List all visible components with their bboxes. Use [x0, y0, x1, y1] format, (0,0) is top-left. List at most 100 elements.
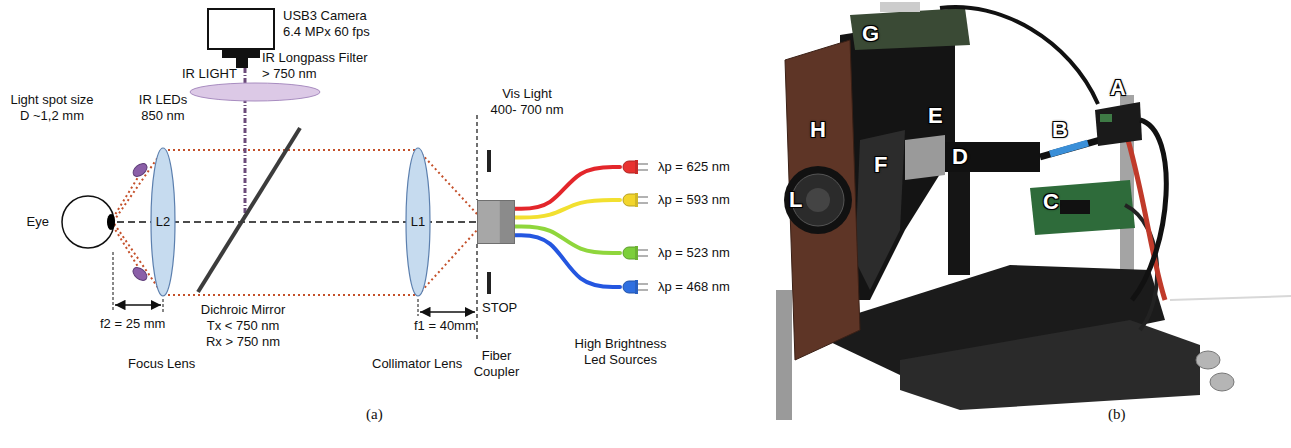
- led-board: [1095, 102, 1142, 146]
- label-holder: Collimator Lens: [372, 356, 462, 372]
- aperture-stop: [487, 272, 491, 294]
- label-holder: E: [928, 104, 943, 128]
- collimator-tube: [945, 142, 1040, 172]
- node-text: Fiber Coupler: [469, 348, 524, 380]
- ir-led: [131, 161, 150, 179]
- coupler-body: [478, 201, 515, 244]
- led-outline: [620, 159, 648, 175]
- collimator-tube: [905, 135, 945, 180]
- panel-caption: (a): [366, 405, 383, 423]
- eye-outline: [61, 195, 115, 249]
- node-text: λp = 593 nm: [658, 192, 730, 208]
- led-dome: [623, 281, 636, 293]
- light-ray: [163, 150, 418, 295]
- lens-mount: [784, 166, 852, 234]
- dimension-guide: [418, 299, 419, 316]
- dimension-line: [115, 304, 161, 306]
- camera-mount: [222, 50, 260, 58]
- ir-led: [131, 265, 150, 283]
- callout-letter: A: [1110, 76, 1126, 100]
- board-connector: [880, 2, 920, 12]
- micrometer-knob: [1210, 373, 1234, 391]
- callout-letter: E: [928, 104, 943, 128]
- cable: [940, 7, 1098, 104]
- label-holder: High Brightness Led Sources: [568, 336, 673, 368]
- callout-letter: G: [862, 22, 879, 46]
- led-board-part: [1100, 114, 1112, 122]
- visible-light-label: Vis Light 400- 700 nm: [488, 86, 566, 118]
- node-text: λp = 625 nm: [658, 159, 730, 175]
- mirror-label: Dichroic Mirror Tx < 750 nm Rx > 750 nm: [198, 302, 288, 350]
- led-outline: [620, 245, 648, 261]
- lens-label: Focus Lens: [128, 356, 195, 372]
- label-holder: (b): [1108, 405, 1126, 423]
- label-holder: f1 = 40mm: [414, 318, 476, 334]
- node-text: L2: [156, 214, 170, 230]
- label-holder: IR LEDs 850 nm: [136, 92, 190, 124]
- node-text: L1: [411, 214, 425, 230]
- lens: L2: [150, 147, 176, 297]
- callout-letter: L: [789, 188, 802, 212]
- dimension-label: f2 = 25 mm: [100, 316, 165, 332]
- node-text: λp = 523 nm: [658, 245, 730, 261]
- lens-shape: [151, 148, 175, 296]
- cable: [1132, 120, 1166, 300]
- led-source: λp = 593 nm: [620, 192, 648, 208]
- label-holder: G: [862, 22, 879, 46]
- label-holder: C: [1043, 190, 1059, 214]
- led-source: λp = 625 nm: [620, 159, 648, 175]
- callout-letter: D: [952, 145, 968, 169]
- optical-fiber: [515, 235, 620, 287]
- ir-led-label: IR LEDs 850 nm: [136, 92, 190, 124]
- led-rim: [635, 280, 638, 294]
- label-holder: IR LIGHT: [182, 66, 237, 82]
- label-holder: H: [810, 118, 826, 142]
- lens-label: Collimator Lens: [372, 356, 462, 372]
- led-rim: [635, 246, 638, 260]
- ir-filter: [190, 83, 320, 101]
- camera-mount: [236, 58, 248, 68]
- label-holder: F: [874, 153, 887, 177]
- pupil: [107, 214, 115, 230]
- led-legs: [638, 197, 648, 203]
- lens-shape: [406, 148, 430, 296]
- led-source: λp = 523 nm: [620, 245, 648, 261]
- label-holder: f2 = 25 mm: [100, 316, 165, 332]
- led-legs: [638, 164, 648, 170]
- dimension-label: f1 = 40mm: [414, 318, 476, 334]
- eye-symbol: Eye: [61, 195, 115, 249]
- callout-letter: C: [1043, 190, 1059, 214]
- label-holder: Light spot size D ~1,2 mm: [6, 92, 98, 124]
- housing-face: [855, 130, 905, 290]
- node-text: λp = 468 nm: [658, 279, 730, 295]
- ir-ray: [113, 174, 140, 270]
- board-connector: [1060, 200, 1090, 214]
- callout-letter: B: [1052, 118, 1068, 142]
- optical-fiber: [515, 226, 620, 253]
- panel-caption: (b): [1108, 405, 1126, 423]
- dichroic-mirror: [198, 128, 300, 292]
- label-holder: (a): [366, 405, 383, 423]
- tube-post: [948, 165, 970, 275]
- micrometer-knob: [1196, 351, 1220, 369]
- callout-letter: F: [874, 153, 887, 177]
- label-holder: IR Longpass Filter > 750 nm: [262, 50, 372, 82]
- dimension-line: [420, 311, 475, 313]
- node-text: USB3 Camera 6.4 MPx 60 fps: [283, 8, 381, 40]
- led-rim: [635, 193, 638, 207]
- led-dome: [623, 247, 636, 259]
- translation-stage: [900, 320, 1200, 410]
- label-holder: STOP: [482, 300, 517, 316]
- callout-letter: H: [810, 118, 826, 142]
- driver-board: [1030, 180, 1135, 235]
- node-text: Eye: [27, 214, 49, 230]
- beam-label: IR LIGHT: [182, 66, 237, 82]
- label-holder: D: [952, 145, 968, 169]
- label-holder: Vis Light 400- 700 nm: [488, 86, 566, 118]
- table-edge: [1170, 296, 1291, 300]
- led-legs: [638, 250, 648, 256]
- fiber-coupler: Fiber Coupler: [477, 200, 515, 244]
- camera-board: [850, 8, 970, 50]
